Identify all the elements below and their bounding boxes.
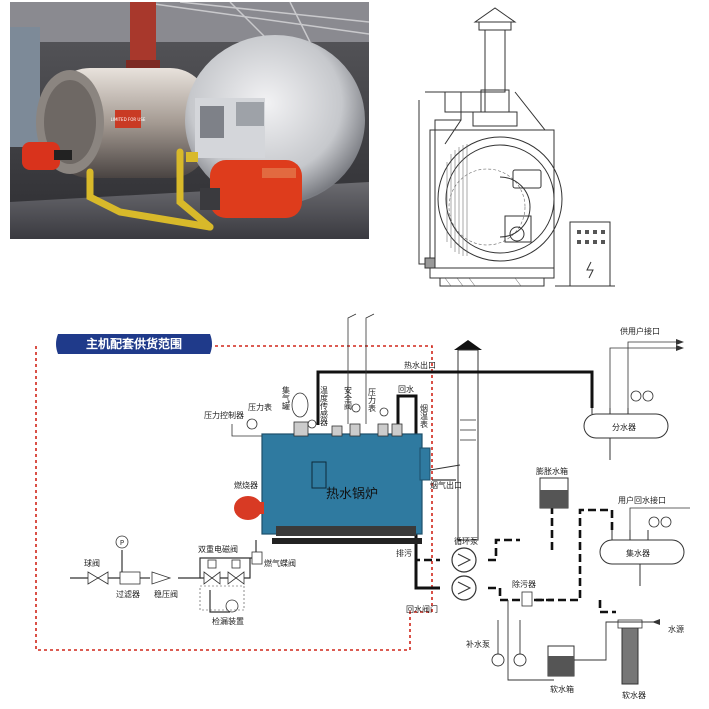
label-safety-valve: 安全阀 [344, 385, 353, 411]
distributor [583, 408, 669, 460]
decontaminator [521, 591, 533, 607]
label-soft-water-tank: 软水箱 [550, 684, 574, 694]
label-temp-sensor: 温度传感器 [320, 386, 329, 427]
hot-water-boiler: 热水锅炉 [261, 433, 431, 544]
label-flue-temp: 烟温表 [420, 404, 429, 429]
label-burner: 燃烧器 [234, 480, 258, 490]
label-decontaminator: 除污器 [512, 579, 536, 589]
return-water-pipe [396, 394, 440, 590]
label-pressure-gauge-1: 压力表 [248, 402, 272, 412]
label-user-return-interface: 用户回水接口 [618, 495, 666, 505]
label-supply-user-interface: 供用户接口 [620, 326, 660, 336]
label-pressure-controller: 压力控制器 [204, 410, 244, 420]
supply-scope-border [35, 345, 433, 651]
collector [599, 530, 685, 586]
boiler-cad-drawing [418, 7, 615, 287]
label-hot-water-outlet: 热水出口 [404, 360, 436, 370]
hot-water-supply-pipe [316, 370, 594, 425]
scope-title-tab: 主机配套供货范围 [56, 334, 212, 354]
label-air-collector: 集气罐 [282, 385, 291, 411]
label-flue-outlet: 烟气出口 [430, 480, 462, 490]
label-collector: 集水器 [626, 548, 650, 558]
circulating-pump [451, 547, 477, 601]
label-distributor: 分水器 [612, 422, 636, 432]
expansion-tank [539, 477, 569, 509]
boiler-room-photo: LIMITED FOR USE [10, 2, 369, 239]
flue-stack [429, 340, 482, 541]
label-pressure-reg-valve: 稳压阀 [154, 589, 178, 599]
label-expansion-tank: 膨胀水箱 [536, 466, 568, 476]
supply-scope-schematic: 主机配套供货范围 热水锅炉 [35, 313, 690, 700]
label-dual-solenoid-valve: 双重电磁阀 [198, 544, 238, 554]
label-return-valve: 回水阀门 [406, 604, 438, 614]
label-return-water: 回水 [398, 384, 414, 394]
boiler-label: 热水锅炉 [326, 486, 378, 502]
label-circulating-pump: 循环泵 [454, 536, 478, 546]
label-gas-butterfly-valve: 燃气蝶阀 [264, 558, 296, 568]
label-softener: 软水器 [622, 690, 646, 700]
label-ball-valve: 球阀 [84, 558, 100, 568]
burner [234, 496, 264, 520]
soft-water-tank [547, 645, 575, 677]
boiler-brand-text: LIMITED FOR USE [111, 117, 146, 122]
label-pressure-gauge-2: 压力表 [368, 388, 377, 413]
svg-text:P: P [120, 539, 124, 547]
label-leak-detector: 检漏装置 [212, 616, 244, 626]
label-makeup-pump: 补水泵 [466, 639, 490, 649]
label-drain: 排污 [396, 548, 412, 558]
softener [617, 619, 643, 685]
label-water-source: 水源 [668, 624, 684, 634]
scope-title: 主机配套供货范围 [86, 336, 182, 351]
label-filter: 过滤器 [116, 589, 140, 599]
